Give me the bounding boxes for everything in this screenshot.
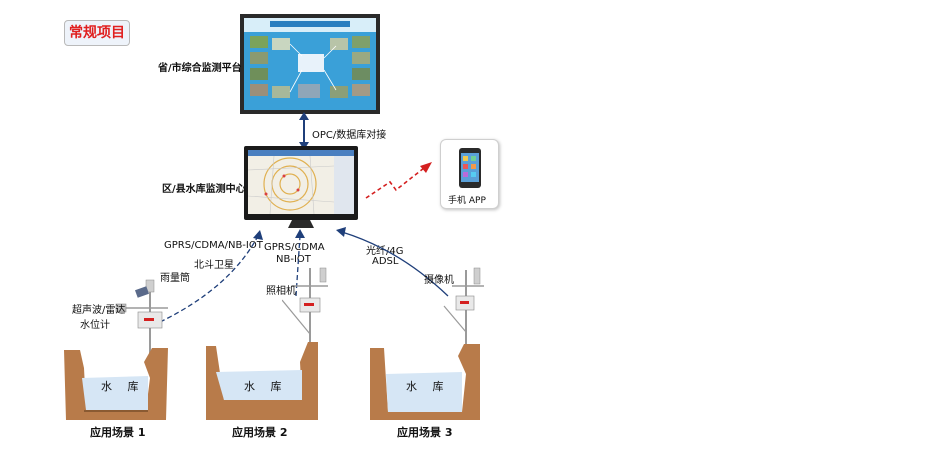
reservoir-1 (64, 348, 168, 420)
station-3 (443, 267, 484, 356)
water-level-label-1: 超声波/雷达 (72, 305, 126, 316)
water-level-label-2: 水位计 (80, 320, 110, 331)
category-badge: 常规项目 (64, 20, 130, 46)
reservoir-3-water: 水 库 (406, 380, 450, 393)
scene-3-label: 应用场景 3 (397, 426, 453, 439)
reservoir-3 (370, 344, 480, 420)
comm3-line2: ADSL (372, 256, 399, 267)
opc-link-label: OPC/数据库对接 (312, 130, 387, 141)
platform-label: 省/市综合监测平台 (158, 63, 242, 74)
reservoir-1-water: 水 库 (101, 380, 145, 393)
mobile-app-box: 手机 APP (440, 139, 499, 209)
link-scene2-arrowhead (295, 229, 305, 238)
comm3-line1: 光纤/4G (366, 246, 404, 257)
monitor-center (244, 146, 358, 228)
wireless-link-arrow (365, 162, 432, 199)
link-scene1-arrowhead (253, 230, 263, 240)
reservoir-2 (206, 342, 318, 420)
station-2 (282, 267, 328, 352)
platform-screen (240, 14, 380, 114)
link-scene3-arrowhead (336, 227, 346, 237)
phone-icon (459, 148, 481, 188)
comm1-line1: GPRS/CDMA/NB-IOT (164, 240, 263, 251)
rain-gauge-label: 雨量筒 (160, 273, 190, 284)
scene-2-label: 应用场景 2 (232, 426, 288, 439)
photo-camera-label: 照相机 (266, 286, 296, 297)
center-label: 区/县水库监测中心 (162, 184, 246, 195)
comm1-line2: 北斗卫星 (194, 260, 234, 271)
mobile-app-label: 手机 APP (448, 196, 486, 206)
comm2-line2: NB-IOT (276, 254, 311, 265)
comm2-line1: GPRS/CDMA (264, 242, 325, 253)
video-camera-label: 摄像机 (424, 275, 454, 286)
link-scene3 (341, 231, 449, 297)
link-scene1 (159, 235, 259, 323)
scene-1-label: 应用场景 1 (90, 426, 146, 439)
reservoir-2-water: 水 库 (244, 380, 288, 393)
